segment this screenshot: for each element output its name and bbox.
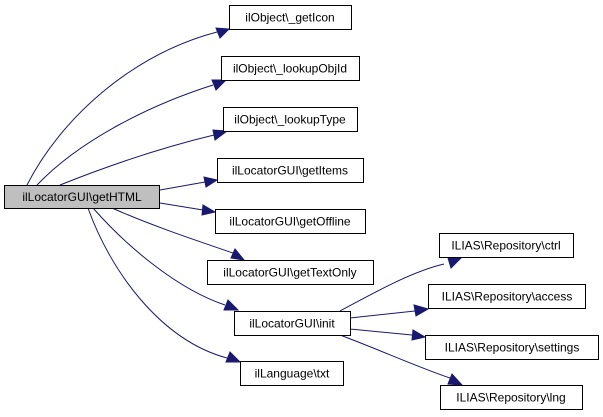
arrowhead-icon (411, 329, 427, 341)
node-label: ilObject\_getIcon (245, 11, 334, 25)
arrowhead-icon (225, 351, 242, 363)
node-label: ilLocatorGUI\getTextOnly (223, 266, 356, 280)
edge-init-access (349, 310, 416, 319)
arrowhead-icon (223, 299, 240, 311)
node-getoffline[interactable]: ilLocatorGUI\getOffline (215, 209, 366, 234)
edge-gethtml-lookuptype (59, 134, 215, 186)
node-label: ilLocatorGUI\getOffline (229, 215, 350, 229)
arrowhead-icon (211, 79, 228, 91)
edge-init-lng (339, 334, 451, 379)
node-lookuptype[interactable]: ilObject\_lookupType (223, 107, 358, 132)
edge-gethtml-getitems (159, 181, 206, 191)
node-label: ilLocatorGUI\getHTML (22, 190, 142, 204)
node-gethtml[interactable]: ilLocatorGUI\getHTML (4, 185, 160, 209)
node-ctrl[interactable]: ILIAS\Repository\ctrl (439, 233, 574, 258)
node-label: ilLanguage\txt (255, 367, 330, 381)
arrowhead-icon (230, 248, 246, 261)
arrowhead-icon (201, 204, 217, 216)
edge-gethtml-lookupobjid (36, 84, 214, 186)
node-lng[interactable]: ILIAS\Repository\lng (440, 385, 583, 410)
arrowhead-icon (212, 129, 229, 141)
edges-layer (26, 27, 464, 386)
node-label: ILIAS\Repository\settings (445, 341, 580, 355)
edge-gethtml-gettextonly (111, 207, 234, 254)
arrowhead-icon (447, 373, 464, 386)
node-access[interactable]: ILIAS\Repository\access (428, 284, 586, 309)
edge-gethtml-getoffline (159, 202, 204, 211)
arrowhead-icon (413, 304, 430, 317)
edge-init-ctrl (339, 263, 445, 312)
nodes-layer: ilLocatorGUI\getHTML ilObject\_getIcon i… (4, 5, 599, 410)
arrowhead-icon (215, 27, 231, 39)
node-settings[interactable]: ILIAS\Repository\settings (425, 335, 599, 360)
node-label: ilObject\_lookupType (234, 113, 346, 127)
node-geticon[interactable]: ilObject\_getIcon (229, 5, 352, 30)
node-txt[interactable]: ilLanguage\txt (240, 361, 344, 386)
node-getitems[interactable]: ilLocatorGUI\getItems (217, 158, 364, 183)
node-lookupobjid[interactable]: ilObject\_lookupObjId (221, 56, 360, 81)
node-label: ILIAS\Repository\lng (456, 391, 565, 405)
edge-gethtml-txt (87, 207, 228, 359)
node-label: ILIAS\Repository\access (442, 290, 573, 304)
node-init[interactable]: ilLocatorGUI\init (234, 311, 351, 336)
node-label: ILIAS\Repository\ctrl (451, 239, 560, 253)
node-label: ilLocatorGUI\init (249, 317, 335, 331)
edge-gethtml-geticon (26, 31, 218, 186)
arrowhead-icon (203, 176, 219, 188)
node-label: ilObject\_lookupObjId (233, 62, 347, 76)
arrowhead-icon (447, 256, 464, 269)
node-gettextonly[interactable]: ilLocatorGUI\getTextOnly (207, 260, 374, 285)
edge-gethtml-init (92, 207, 226, 306)
edge-init-settings (349, 328, 413, 336)
node-label: ilLocatorGUI\getItems (232, 164, 348, 178)
